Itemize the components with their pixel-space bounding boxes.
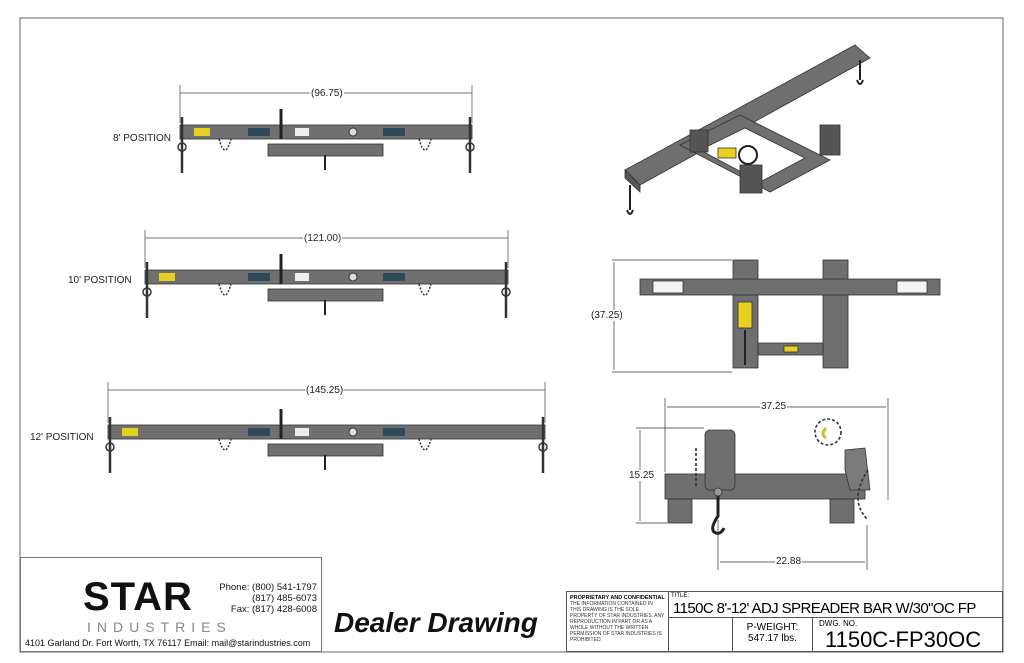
bar-12ft-shackle [538, 442, 548, 452]
dwg-no-label: DWG. NO. [819, 619, 858, 628]
bar-12ft-chain [218, 438, 232, 451]
weight-value: 547.17 lbs. [748, 633, 797, 644]
position-12ft-label: 12' POSITION [30, 432, 94, 443]
logo-star-text: STAR [83, 575, 193, 619]
proprietary-notice: PROPRIETARY AND CONFIDENTIAL THE INFORMA… [567, 592, 669, 652]
bar-8ft-shackle [465, 142, 475, 152]
sheet-border [19, 17, 1004, 653]
front-height-dim: (37.25) [590, 310, 624, 321]
bar-8ft-gauge [348, 127, 358, 137]
bar-12ft-shackle [105, 442, 115, 452]
bar-8ft-warning-decal [194, 128, 210, 136]
address: 4101 Garland Dr. Fort Worth, TX 76117 Em… [25, 638, 311, 648]
phone: Phone: (800) 541-1797 [219, 582, 317, 593]
side-view [636, 398, 889, 570]
bar-12ft-chain [418, 438, 432, 451]
logo-industries-text: INDUSTRIES [87, 619, 232, 635]
drawing-number: 1150C-FP30OC [825, 627, 982, 652]
position-8ft-label: 8' POSITION [113, 133, 172, 144]
dealer-drawing-label: Dealer Drawing [334, 607, 538, 638]
position-10ft-label: 10' POSITION [68, 275, 132, 286]
proprietary-text: THE INFORMATION CONTAINED IN THIS DRAWIN… [570, 601, 665, 643]
bar-8ft-shackle [177, 142, 187, 152]
bar-8ft-chain [418, 138, 432, 151]
company-logo-block: STAR INDUSTRIES Phone: (800) 541-1797 (8… [20, 557, 322, 652]
bar-10ft-shackle [501, 287, 511, 297]
dimension-12ft: (145.25) [305, 385, 345, 396]
bar-12ft-gauge [348, 427, 358, 437]
title-block: PROPRIETARY AND CONFIDENTIAL THE INFORMA… [566, 591, 1003, 652]
weight-label: P-WEIGHT: [746, 622, 799, 633]
drawing-title: 1150C 8'-12' ADJ SPREADER BAR W/30"OC FP [673, 600, 976, 617]
bar-12ft-star-decal [383, 428, 405, 436]
title-label: TITLE: [671, 593, 690, 599]
title-cell: TITLE: 1150C 8'-12' ADJ SPREADER BAR W/3… [669, 592, 1003, 618]
phone-2: (817) 485-6073 [252, 593, 317, 604]
bar-8ft-tag [295, 128, 309, 136]
side-width-dim: 37.25 [760, 401, 788, 412]
bar-8ft-beam [179, 124, 473, 140]
bar-10ft-star-decal [383, 273, 405, 281]
bar-10ft-chain [218, 283, 232, 296]
bar-10ft-chain [418, 283, 432, 296]
isometric-view [624, 44, 871, 215]
bar-8ft-star-decal [248, 128, 270, 136]
bar-8ft-chain [218, 138, 232, 151]
bar-8ft-star-decal [383, 128, 405, 136]
bar-8ft-fork-pocket [267, 143, 384, 157]
bar-12ft-tag [295, 428, 309, 436]
bar-10ft-star-decal [248, 273, 270, 281]
weight-cell: P-WEIGHT: 547.17 lbs. [733, 618, 813, 652]
bar-10ft-tag [295, 273, 309, 281]
bar-10ft-fork-pocket [267, 288, 384, 302]
side-height-dim: 15.25 [628, 470, 656, 481]
bar-12ft-beam [107, 424, 546, 440]
bar-12ft-warning-decal [122, 428, 138, 436]
fax: Fax: (817) 428-6008 [230, 604, 317, 615]
drawing-number-cell: DWG. NO. 1150C-FP30OC [813, 618, 1003, 652]
bar-10ft-warning-decal [159, 273, 175, 281]
bar-10ft-gauge [348, 272, 358, 282]
front-view [612, 259, 941, 373]
projection-symbol-cell [669, 618, 733, 652]
bar-12ft-fork-pocket [267, 443, 384, 457]
dimension-10ft: (121.00) [303, 233, 343, 244]
proprietary-heading: PROPRIETARY AND CONFIDENTIAL [570, 595, 665, 601]
bar-12ft-star-decal [248, 428, 270, 436]
side-offset-dim: 22.88 [775, 556, 803, 567]
bar-10ft-shackle [142, 287, 152, 297]
bar-10ft-beam [144, 269, 509, 285]
dimension-8ft: (96.75) [310, 88, 344, 99]
